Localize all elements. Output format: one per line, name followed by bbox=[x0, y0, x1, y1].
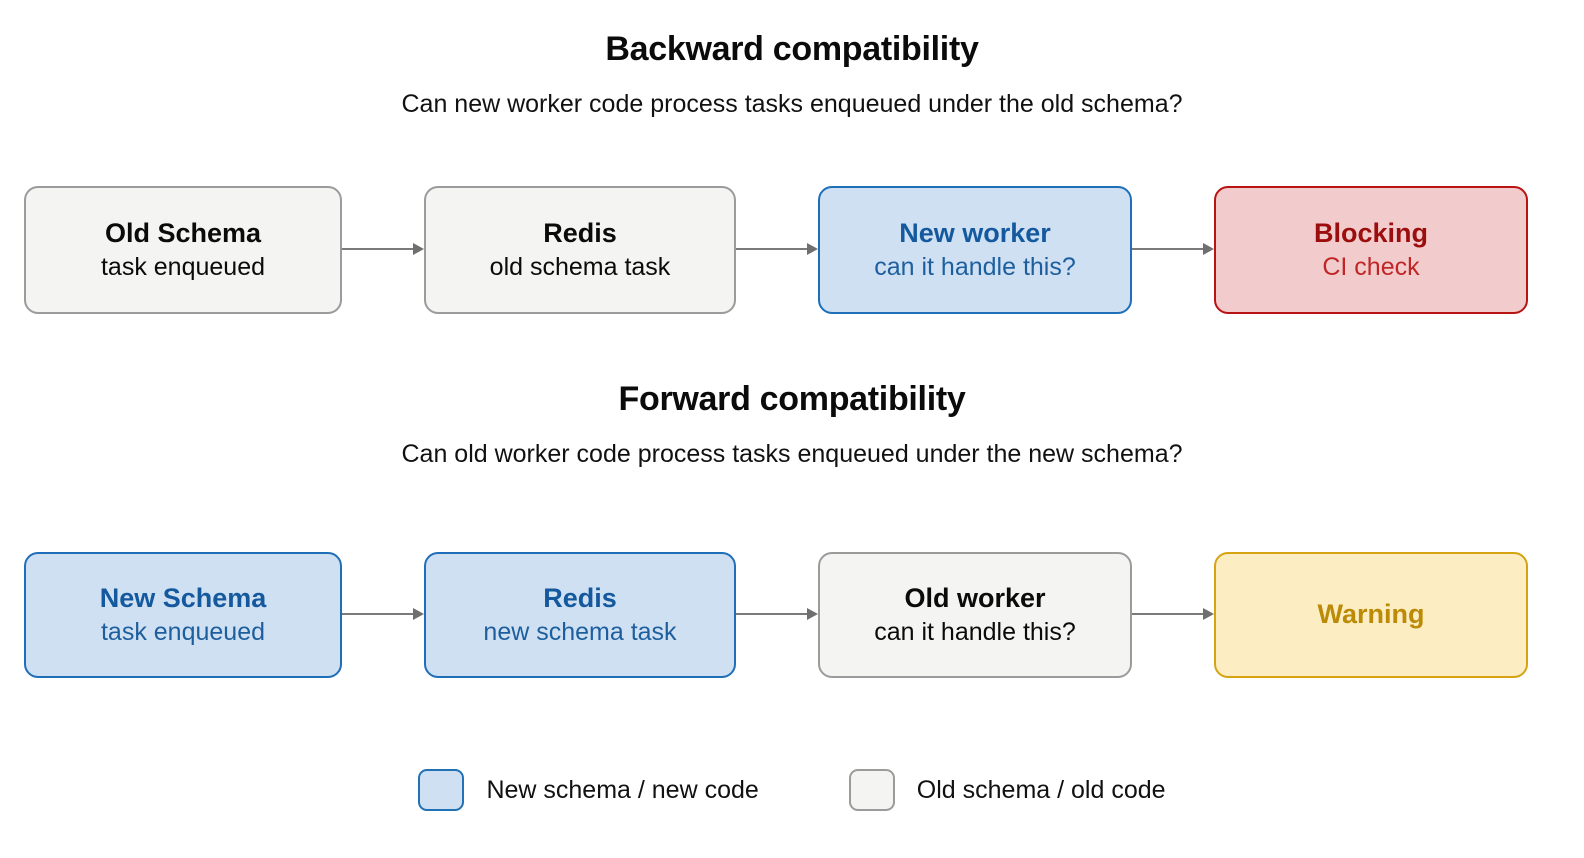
arrow-head-icon bbox=[1203, 243, 1214, 255]
backward-flow-row: Old Schema task enqueued Redis old schem… bbox=[0, 186, 1584, 316]
node-redis-old[interactable]: Redis old schema task bbox=[424, 186, 736, 314]
node-new-worker-subtitle: can it handle this? bbox=[874, 252, 1076, 281]
node-blocking-title: Blocking bbox=[1313, 217, 1428, 248]
node-old-schema-title: Old Schema bbox=[104, 217, 262, 248]
arrow-old-schema-to-redis bbox=[342, 243, 424, 255]
backward-compatibility-subtitle: Can new worker code process tasks enqueu… bbox=[401, 90, 1183, 118]
node-old-worker-subtitle: can it handle this? bbox=[874, 617, 1076, 646]
backward-compatibility-title: Backward compatibility bbox=[605, 30, 979, 68]
node-redis-new[interactable]: Redis new schema task bbox=[424, 552, 736, 678]
node-blocking-subtitle: CI check bbox=[1322, 252, 1420, 281]
arrow-shaft bbox=[1132, 248, 1203, 250]
node-redis-new-subtitle: new schema task bbox=[483, 617, 677, 646]
arrow-head-icon bbox=[1203, 608, 1214, 620]
forward-flow-row: New Schema task enqueued Redis new schem… bbox=[0, 552, 1584, 682]
legend-label-new-schema: New schema / new code bbox=[486, 775, 759, 804]
arrow-redis-to-new-worker bbox=[736, 243, 818, 255]
forward-compatibility-title: Forward compatibility bbox=[618, 380, 966, 418]
legend-swatch-neutral-icon bbox=[848, 769, 895, 811]
node-new-schema-subtitle: task enqueued bbox=[100, 617, 266, 646]
arrow-head-icon bbox=[807, 243, 818, 255]
legend-label-old-schema: Old schema / old code bbox=[916, 775, 1166, 804]
arrow-shaft bbox=[342, 248, 413, 250]
arrow-new-worker-to-blocking bbox=[1132, 243, 1214, 255]
arrow-shaft bbox=[736, 248, 807, 250]
node-old-worker-title: Old worker bbox=[904, 582, 1046, 613]
arrow-shaft bbox=[736, 613, 807, 615]
node-old-schema-subtitle: task enqueued bbox=[100, 252, 266, 281]
node-old-worker[interactable]: Old worker can it handle this? bbox=[818, 552, 1132, 678]
node-new-schema-title: New Schema bbox=[99, 582, 267, 613]
arrow-shaft bbox=[342, 613, 413, 615]
node-blocking-ci-check[interactable]: Blocking CI check bbox=[1214, 186, 1528, 314]
node-warning[interactable]: Warning bbox=[1214, 552, 1528, 678]
forward-compatibility-subtitle: Can old worker code process tasks enqueu… bbox=[401, 440, 1183, 468]
arrow-new-schema-to-redis bbox=[342, 608, 424, 620]
legend: New schema / new code Old schema / old c… bbox=[0, 765, 1584, 815]
arrow-old-worker-to-warning bbox=[1132, 608, 1214, 620]
node-warning-title: Warning bbox=[1317, 599, 1425, 630]
node-new-worker-title: New worker bbox=[899, 217, 1051, 248]
arrow-head-icon bbox=[413, 243, 424, 255]
arrow-shaft bbox=[1132, 613, 1203, 615]
node-new-schema[interactable]: New Schema task enqueued bbox=[24, 552, 342, 678]
arrow-head-icon bbox=[807, 608, 818, 620]
legend-item-new-schema: New schema / new code bbox=[418, 769, 759, 811]
node-redis-old-subtitle: old schema task bbox=[489, 252, 671, 281]
node-redis-new-title: Redis bbox=[543, 582, 617, 613]
node-new-worker[interactable]: New worker can it handle this? bbox=[818, 186, 1132, 314]
legend-item-old-schema: Old schema / old code bbox=[848, 769, 1166, 811]
arrow-redis-to-old-worker bbox=[736, 608, 818, 620]
legend-swatch-blue-icon bbox=[418, 769, 465, 811]
arrow-head-icon bbox=[413, 608, 424, 620]
node-redis-old-title: Redis bbox=[543, 217, 617, 248]
node-old-schema[interactable]: Old Schema task enqueued bbox=[24, 186, 342, 314]
